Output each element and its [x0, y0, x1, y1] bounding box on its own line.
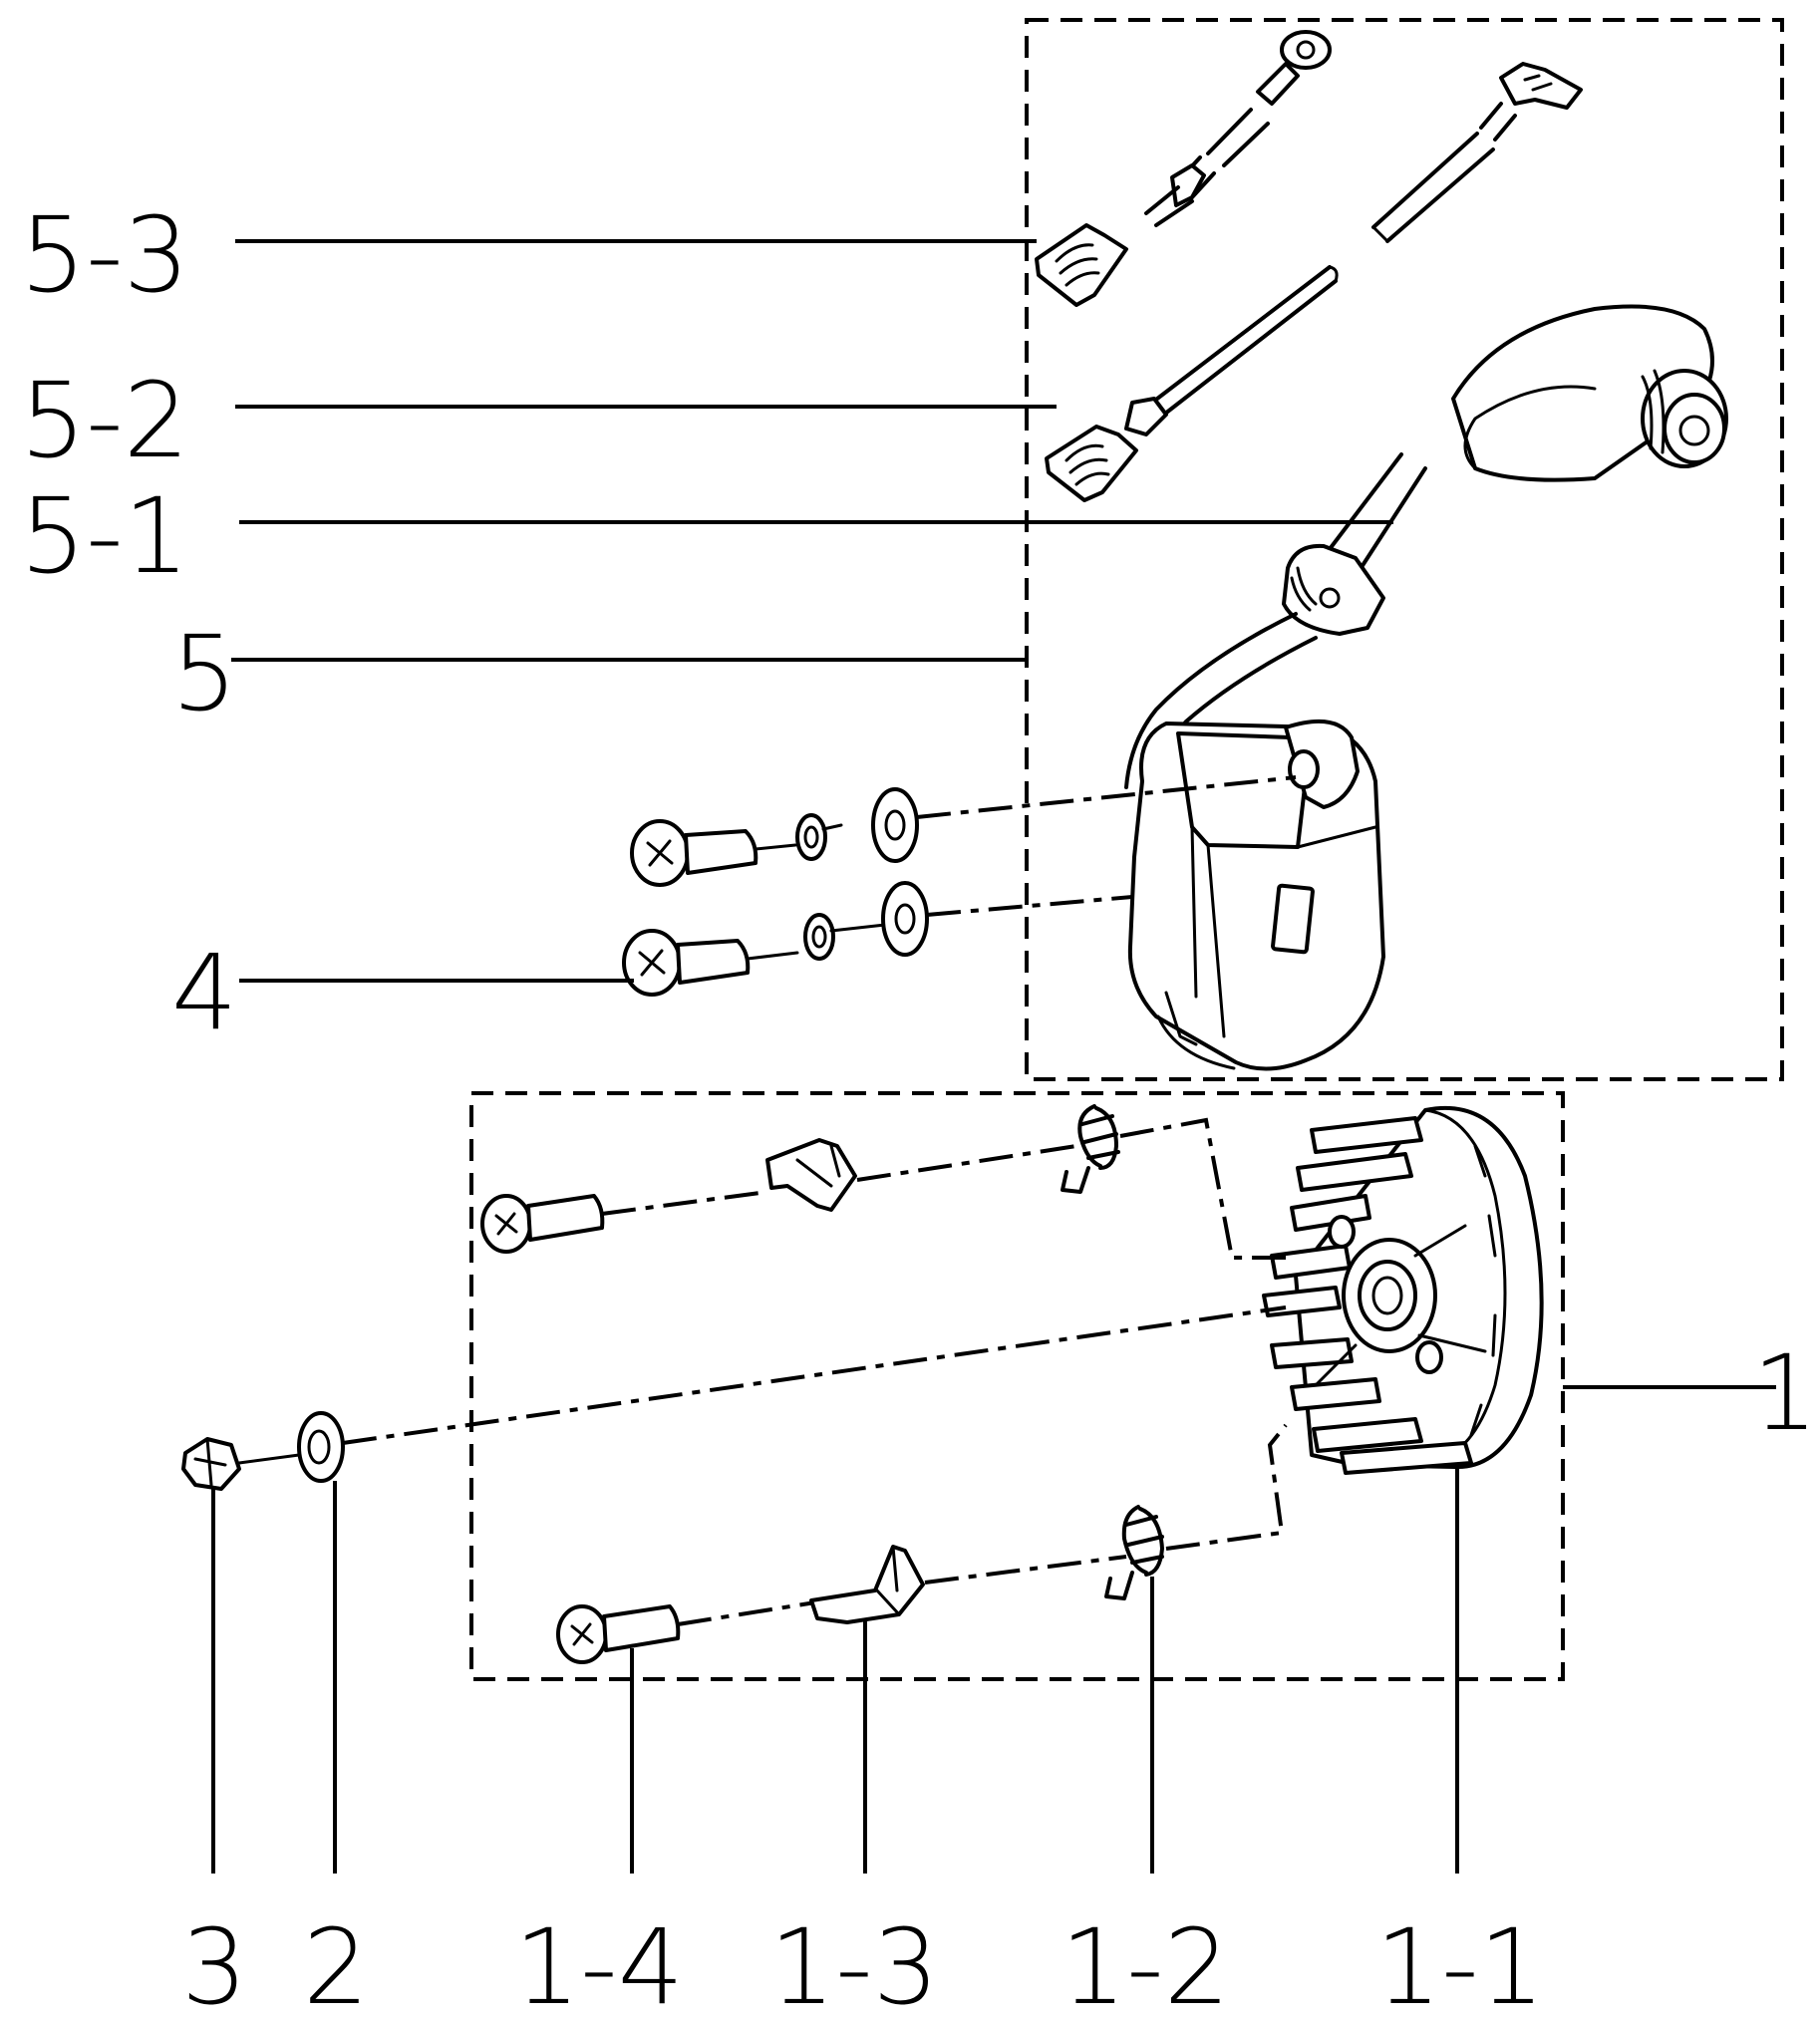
starter-pawl-upper	[480, 1104, 1286, 1260]
ignition-coil-group-box	[1025, 18, 1784, 1081]
label-5-3: 5-3	[20, 194, 189, 316]
label-1-2: 1-2	[1061, 1906, 1230, 2021]
label-1-1: 1-1	[1375, 1906, 1545, 2021]
flywheel-nut-and-washer	[181, 1305, 1287, 1491]
label-5-1: 5-1	[20, 475, 189, 597]
label-4: 4	[171, 932, 237, 1053]
label-5-2: 5-2	[20, 360, 189, 481]
high-tension-lead-set	[1035, 30, 1583, 502]
label-3: 3	[181, 1906, 247, 2021]
ignition-coil-module	[1124, 304, 1728, 1071]
label-2: 2	[303, 1906, 369, 2021]
leader-lines	[211, 239, 1776, 1874]
label-1: 1	[1752, 1332, 1818, 1454]
flywheel	[1262, 1105, 1544, 1475]
flywheel-group-box	[469, 1091, 1565, 1681]
label-1-3: 1-3	[769, 1906, 939, 2021]
label-1-4: 1-4	[514, 1906, 684, 2021]
starter-pawl-lower	[556, 1423, 1288, 1664]
label-5: 5	[171, 613, 237, 734]
coil-mounting-screws	[622, 775, 1297, 997]
part-labels: 5-3 5-2 5-1 5 4 1 3 2 1-4 1-3 1-2 1-1	[20, 194, 1818, 2021]
